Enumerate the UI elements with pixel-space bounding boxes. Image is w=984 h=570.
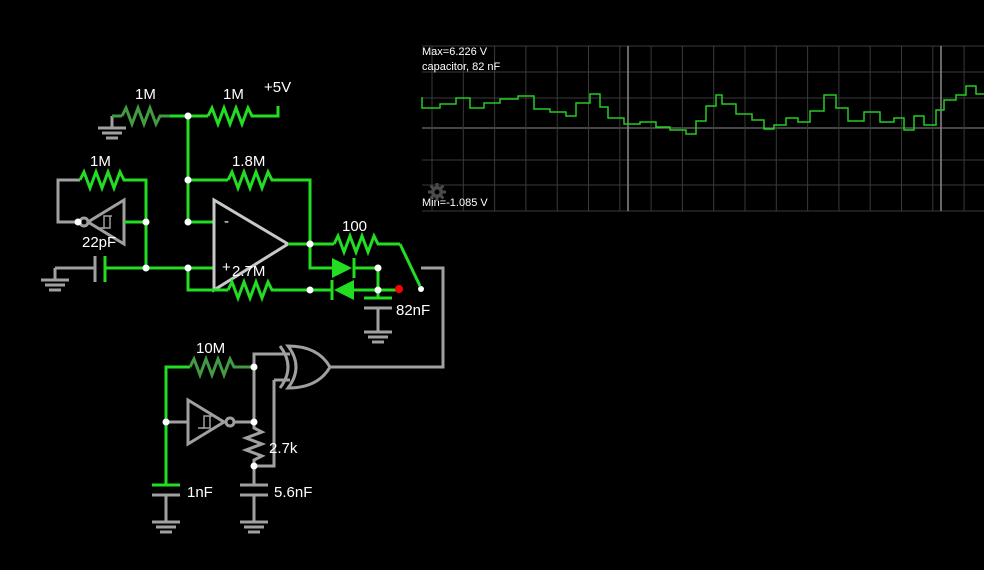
resistor-2-7k[interactable] — [241, 422, 267, 466]
resistor-10m[interactable] — [188, 354, 254, 380]
op-amp[interactable] — [212, 197, 291, 293]
resistor-2-7m[interactable] — [226, 277, 310, 303]
switch[interactable] — [398, 243, 424, 292]
label-r-10m: 10M — [196, 340, 225, 357]
ground-5-6nf[interactable] — [240, 520, 268, 534]
ground-top-left[interactable] — [98, 116, 126, 140]
scope-min-label: Min=-1.085 V — [422, 197, 488, 209]
label-r-plus: 2.7M — [232, 263, 265, 280]
resistor-1m-osc[interactable] — [78, 167, 148, 268]
scope-panel[interactable]: Max=6.226 V capacitor, 82 nF Min=-1.085 … — [421, 45, 984, 212]
scope-trace — [421, 85, 984, 135]
capacitor-22pf[interactable] — [93, 256, 107, 282]
capacitor-1nf[interactable] — [152, 483, 180, 522]
label-r-top-right: 1M — [223, 86, 244, 103]
scope-name-label: capacitor, 82 nF — [422, 61, 501, 73]
label-supply: +5V — [264, 79, 291, 96]
wire[interactable] — [308, 244, 332, 270]
xor-gate[interactable] — [278, 344, 332, 390]
scope-grid — [422, 45, 984, 212]
label-c-main: 82nF — [396, 302, 430, 319]
label-r-series: 100 — [342, 218, 367, 235]
resistor-100[interactable] — [332, 231, 400, 257]
ground-1nf[interactable] — [152, 520, 180, 534]
probe-point[interactable] — [395, 285, 403, 293]
wire[interactable] — [328, 266, 445, 369]
label-r-osc: 1M — [90, 153, 111, 170]
wire[interactable] — [56, 178, 80, 224]
wire[interactable] — [164, 365, 190, 485]
scope-max-label: Max=6.226 V — [422, 46, 488, 58]
gear-icon[interactable] — [428, 183, 446, 201]
ground-82nf[interactable] — [364, 330, 392, 344]
label-c-1nf: 1nF — [187, 484, 213, 501]
schmitt-inverter-2[interactable] — [186, 397, 236, 447]
label-r-2k7: 2.7k — [269, 440, 298, 457]
label-opamp-plus: + — [222, 259, 231, 276]
label-opamp-minus: - — [224, 213, 229, 230]
label-c-osc: 22pF — [82, 234, 116, 251]
ground-osc[interactable] — [41, 268, 69, 292]
label-r-feedback: 1.8M — [232, 153, 265, 170]
junction-dots — [74, 112, 382, 470]
wire[interactable] — [186, 268, 228, 292]
capacitor-5-6nf[interactable] — [240, 466, 268, 522]
resistor-1m-top-left[interactable] — [120, 103, 170, 129]
capacitor-82nf[interactable] — [364, 290, 392, 332]
wire[interactable] — [252, 352, 290, 356]
wire[interactable] — [354, 266, 380, 290]
resistor-1-8m[interactable] — [226, 167, 312, 244]
resistor-1m-top-right[interactable] — [206, 103, 280, 129]
wire[interactable] — [256, 380, 276, 468]
diode-lower[interactable] — [330, 280, 354, 300]
label-r-top-left: 1M — [135, 86, 156, 103]
label-c-5n6: 5.6nF — [274, 484, 312, 501]
diode-upper[interactable] — [332, 258, 356, 278]
